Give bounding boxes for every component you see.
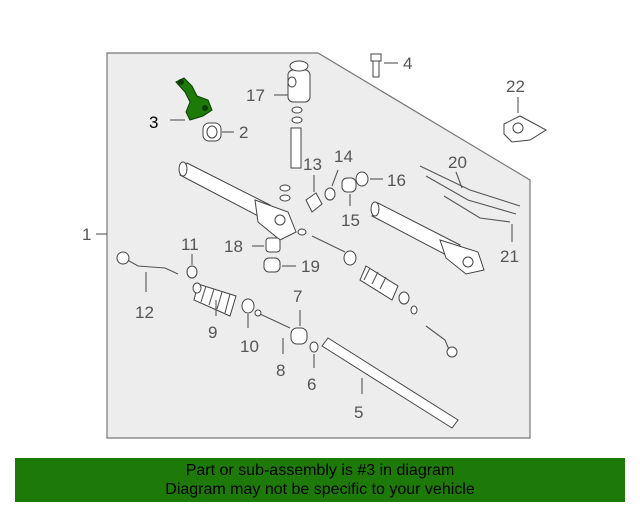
part-15-bushing	[341, 177, 357, 193]
part-17-valve-housing	[287, 60, 311, 169]
banner-line-1: Part or sub-assembly is #3 in diagram	[185, 462, 455, 479]
part-20-pressure-lines	[419, 165, 521, 223]
part-3-mounting-bracket[interactable]	[175, 77, 213, 121]
callout-16[interactable]: 16	[387, 171, 406, 190]
inner-tie-rod-upper	[297, 228, 357, 266]
part-9-steering-boot	[192, 282, 237, 317]
callout-6[interactable]: 6	[307, 375, 316, 394]
callout-1[interactable]: 1	[82, 225, 91, 244]
callout-15[interactable]: 15	[341, 211, 360, 230]
callout-4[interactable]: 4	[403, 54, 412, 73]
part-22-bracket	[503, 115, 547, 143]
callout-9[interactable]: 9	[208, 323, 217, 342]
tie-rod-end-right	[425, 325, 458, 358]
part-19-cap	[263, 257, 281, 273]
part-5-rack-bar	[321, 337, 459, 429]
part-10-clamp	[241, 298, 255, 314]
part-7-bushing	[290, 327, 308, 345]
callout-18[interactable]: 18	[224, 237, 243, 256]
callout-20[interactable]: 20	[448, 153, 467, 172]
callout-7[interactable]: 7	[293, 287, 302, 306]
callout-5[interactable]: 5	[354, 403, 363, 422]
part-6-seal	[309, 341, 319, 353]
assembly-frame	[106, 52, 531, 439]
callout-21[interactable]: 21	[500, 247, 519, 266]
callout-12[interactable]: 12	[135, 303, 154, 322]
part-2-bushing	[202, 122, 222, 142]
callout-13[interactable]: 13	[303, 155, 322, 174]
part-4-bolt	[370, 53, 382, 78]
callout-19[interactable]: 19	[301, 257, 320, 276]
callout-8[interactable]: 8	[276, 361, 285, 380]
callout-14[interactable]: 14	[334, 147, 353, 166]
callout-11[interactable]: 11	[181, 235, 199, 254]
steering-boot-right	[359, 265, 418, 315]
callout-10[interactable]: 10	[240, 337, 259, 356]
info-banner: Part or sub-assembly is #3 in diagram Di…	[15, 458, 625, 502]
rack-housing-right	[370, 201, 485, 275]
part-8-inner-tie-rod	[254, 309, 291, 329]
part-18-nut	[265, 237, 281, 253]
parts-diagram: 1 3 2 4 17 13	[82, 52, 547, 439]
part-12-tie-rod-end	[116, 251, 179, 275]
part-14-ring	[324, 187, 336, 201]
part-13-seal	[305, 192, 323, 213]
rack-housing-left	[178, 161, 297, 241]
part-11-clamp	[186, 265, 198, 279]
part-16-o-ring	[355, 171, 369, 187]
callout-2[interactable]: 2	[239, 123, 248, 142]
callout-3[interactable]: 3	[149, 113, 158, 132]
callout-22[interactable]: 22	[506, 77, 525, 96]
callout-17[interactable]: 17	[246, 86, 265, 105]
banner-line-2: Diagram may not be specific to your vehi…	[165, 481, 475, 498]
